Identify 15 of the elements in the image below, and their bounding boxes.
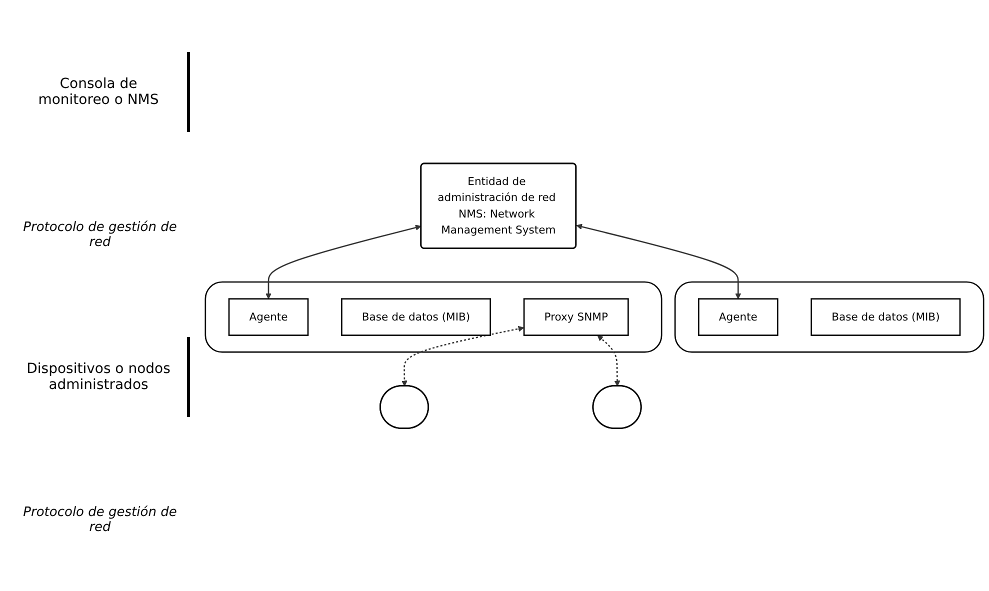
node-box: Agente: [228, 298, 309, 336]
bracket-label: Consola de monitoreo o NMS: [10, 52, 190, 132]
node-box: Base de datos (MIB): [341, 298, 492, 336]
arrow: [266, 224, 422, 299]
arrow: [402, 326, 524, 386]
cluster: [204, 281, 662, 352]
protocol-label: Protocolo de gestión de red: [22, 218, 178, 252]
arrow: [597, 334, 620, 386]
node-box: Base de datos (MIB): [810, 298, 961, 336]
node-box: Proxy SNMP: [523, 298, 629, 336]
protocol-label: Protocolo de gestión de red: [22, 504, 178, 538]
node-box: Agente: [698, 298, 778, 336]
cluster: [674, 281, 984, 352]
bracket-label: Dispositivos o nodos administrados: [10, 337, 190, 418]
arrow: [576, 224, 742, 299]
